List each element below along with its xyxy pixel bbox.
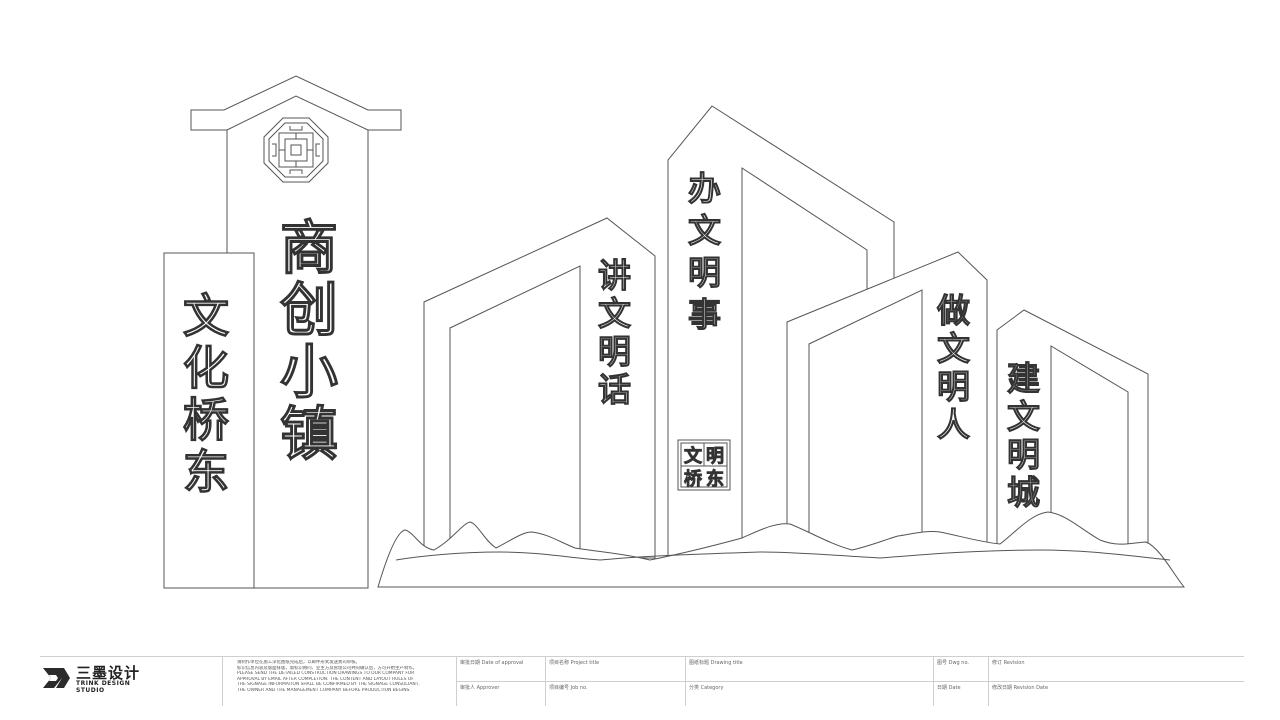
field-revision: 修订 Revision	[992, 660, 1025, 666]
building-2-char-2: 文	[688, 211, 721, 250]
building-4-char-2: 文	[1007, 397, 1040, 436]
building-1-char-3: 明	[598, 332, 631, 371]
building-4: 建 文 明 城	[996, 309, 1149, 559]
field-category: 分类 Category	[689, 685, 724, 691]
studio-logo: 三墨设计 TRINK DESIGN STUDIO	[40, 660, 220, 698]
seal-char-2: 明	[706, 446, 724, 467]
field-revision-date: 修改日期 Revision Date	[992, 685, 1049, 691]
side-title-char-2: 化	[183, 341, 229, 395]
notice-line: 标识信息内容及版面排版，需标识顾问、业主方及管理公司共同确认后，方可开始生产制作…	[237, 665, 418, 671]
field-date-of-approval: 审批日期 Date of approval	[460, 660, 524, 666]
building-3-char-1: 做	[936, 291, 970, 330]
building-1-char-2: 文	[598, 294, 631, 333]
notice-line: APPROVAL BY EMAIL AFTER COMPLETION. THE …	[237, 676, 414, 682]
field-project-title: 项目名称 Project title	[549, 660, 600, 666]
seal-char-1: 文	[684, 445, 703, 467]
building-4-char-4: 城	[1007, 473, 1040, 512]
building-4-char-1: 建	[1007, 359, 1040, 398]
seal-stamp: 文 明 桥 东	[677, 439, 731, 491]
building-4-char-3: 明	[1007, 435, 1040, 474]
building-3-char-3: 明	[937, 367, 970, 406]
notice-line: 请制作单位在施工深化图纸完成后，以邮件形式发送我司审核。	[237, 660, 360, 665]
seal-char-3: 桥	[684, 468, 703, 490]
field-job-no: 项目编号 Job no.	[549, 685, 588, 691]
building-2-char-4: 事	[688, 295, 721, 334]
building-3: 做 文 明 人	[786, 251, 988, 559]
logo-english-name: TRINK DESIGN STUDIO	[76, 680, 131, 694]
side-title-char-4: 东	[183, 445, 229, 499]
field-dwg-no: 图号 Dwg no.	[937, 660, 970, 666]
field-drawing-title: 图纸标题 Drawing title	[689, 660, 743, 666]
building-3-char-2: 文	[937, 329, 970, 368]
building-1: 讲 文 明 话	[423, 217, 656, 559]
building-1-char-1: 讲	[598, 256, 631, 295]
field-date: 日期 Date	[937, 685, 961, 691]
side-title-char-1: 文	[183, 289, 229, 343]
notice-line: THE OWNER AND THE MANAGEMENT COMPANY BEF…	[237, 687, 411, 693]
approval-notice: 请制作单位在施工深化图纸完成后，以邮件形式发送我司审核。 标识信息内容及版面排版…	[237, 660, 452, 694]
building-3-char-4: 人	[937, 405, 970, 444]
side-title-char-3: 桥	[183, 393, 229, 447]
notice-line: PLEASE SEND THE DETAILED CONSTRUCTION DR…	[237, 671, 415, 677]
studio-logo-icon	[43, 668, 70, 688]
building-1-char-4: 话	[598, 370, 631, 409]
octagon-ornament-icon	[263, 117, 329, 183]
building-2-char-3: 明	[688, 253, 721, 292]
field-approver: 审批人 Approver	[460, 685, 500, 691]
notice-line: THE SIGNAGE INFORMATION SHALL BE CONFIRM…	[237, 682, 420, 688]
seal-char-4: 东	[706, 468, 724, 490]
logo-chinese-name: 三墨设计	[76, 664, 141, 682]
title-block: 三墨设计 TRINK DESIGN STUDIO 请制作单位在施工深化图纸完成后…	[40, 656, 1244, 706]
side-pylon: 文 化 桥 东	[163, 252, 255, 589]
main-title-char-1: 商	[280, 214, 338, 282]
main-title-char-4: 镇	[280, 400, 338, 468]
mountain-base	[377, 511, 1186, 588]
main-title-char-2: 创	[280, 276, 338, 344]
building-2-char-1: 办	[688, 169, 721, 208]
main-title-char-3: 小	[280, 338, 338, 406]
